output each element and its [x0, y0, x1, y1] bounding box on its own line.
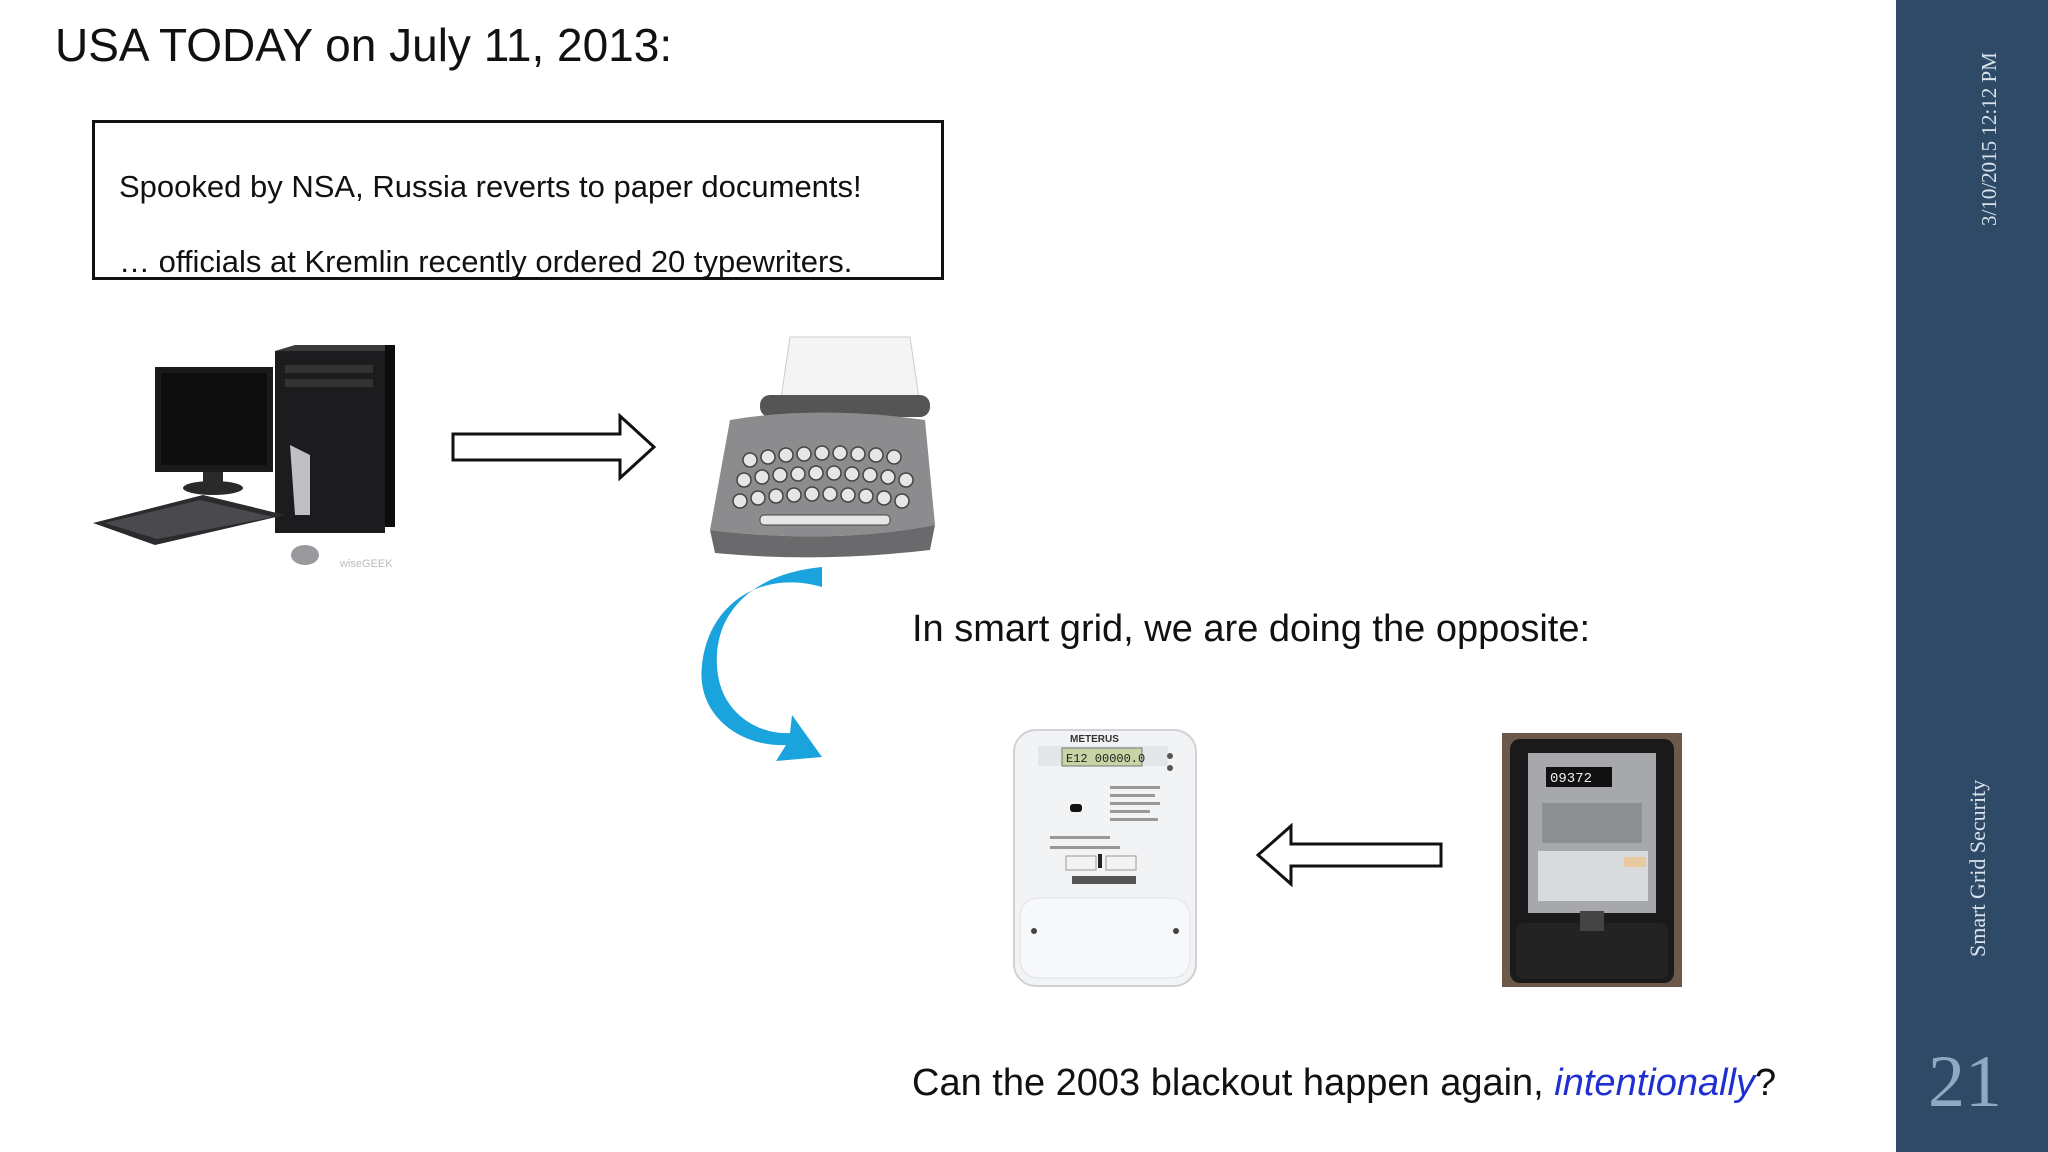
news-quote-box: Spooked by NSA, Russia reverts to paper … [92, 120, 944, 280]
question-mark: ? [1754, 1062, 1777, 1104]
left-arrow-icon [1255, 822, 1443, 888]
slide-title: USA TODAY on July 11, 2013: [55, 19, 673, 71]
meter-counter: 09372 [1550, 771, 1592, 787]
slide-number: 21 [1928, 1041, 2002, 1123]
meter-display: E12 00000.0 [1066, 752, 1145, 766]
blackout-question: Can the 2003 blackout happen again, inte… [912, 1062, 1776, 1105]
question-emphasis: intentionally [1554, 1062, 1755, 1104]
meter-brand: METERUS [1070, 734, 1119, 745]
watermark-text: wiseGEEK [339, 558, 393, 570]
curved-arrow-icon [701, 567, 822, 761]
quote-headline: Spooked by NSA, Russia reverts to paper … [119, 169, 862, 204]
slide-sidebar [1896, 0, 2048, 1152]
question-text: Can the 2003 blackout happen again, [912, 1062, 1555, 1104]
quote-detail: … officials at Kremlin recently ordered … [119, 244, 853, 279]
right-arrow-icon [451, 412, 657, 482]
slide-footer: Smart Grid Security [1965, 780, 1990, 958]
slide-date: 3/10/2015 12:12 PM [1977, 52, 2001, 226]
smart-grid-statement: In smart grid, we are doing the opposite… [912, 608, 1591, 650]
desktop-computer-image: wiseGEEK [93, 345, 395, 570]
analog-meter-image: 09372 [1502, 733, 1682, 987]
typewriter-image [710, 336, 935, 558]
smart-meter-image: METERUS E12 00000.0 [1013, 729, 1197, 987]
